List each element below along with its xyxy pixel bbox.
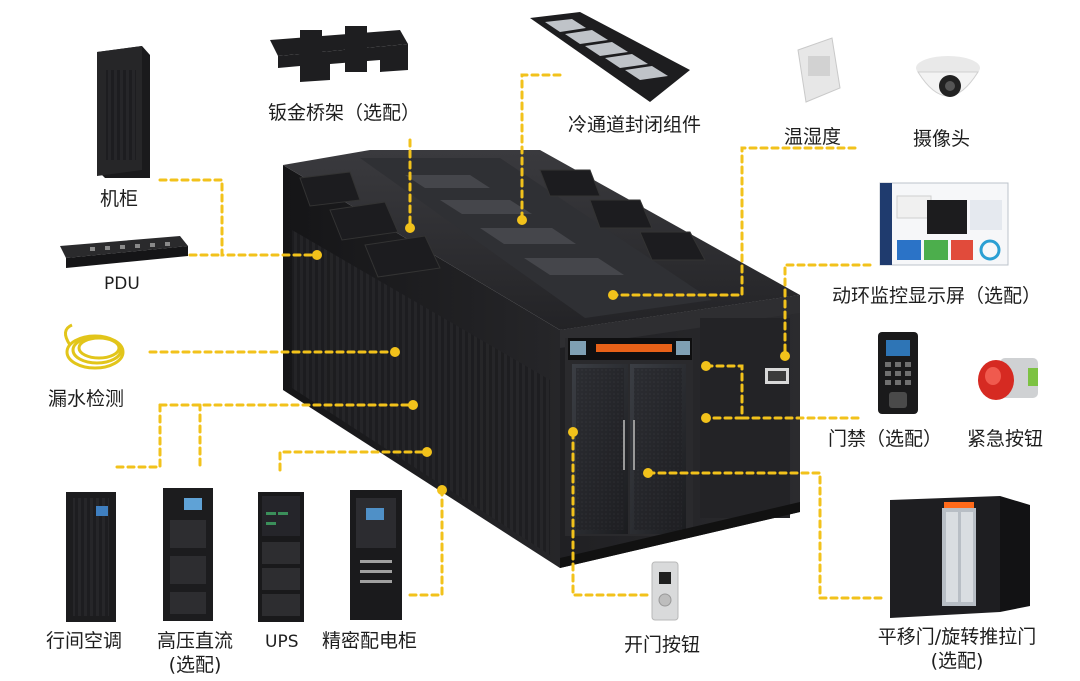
leader-lines: [115, 73, 887, 600]
emergency-button-icon: [978, 358, 1038, 400]
micro-datacenter-body: [283, 150, 800, 568]
cold-aisle-label: 冷通道封闭组件: [568, 114, 702, 136]
door-button-label: 开门按钮: [624, 634, 701, 656]
cabinet-icon: [97, 46, 150, 178]
ups-icon: [258, 492, 304, 622]
cold-aisle-icon: [530, 12, 690, 102]
door-button-icon: [651, 561, 679, 621]
precision-panel-icon: [350, 490, 402, 620]
sliding-door-label-line1: 平移门/旋转推拉门: [877, 626, 1037, 648]
inrow-ac-icon: [66, 492, 116, 622]
leak-detection-cable-icon: [64, 323, 125, 370]
inrow-ac-label: 行间空调: [46, 630, 123, 652]
cable-tray-icon: [270, 26, 408, 82]
pdu-icon: [60, 236, 188, 268]
camera-icon: [916, 56, 980, 97]
cable-tray-label: 钣金桥架（选配）: [268, 102, 421, 124]
temp-humidity-sensor-icon: [797, 37, 841, 103]
access-control-label: 门禁（选配）: [828, 428, 943, 450]
emergency-button-label: 紧急按钮: [967, 428, 1044, 450]
monitor-screen-label: 动环监控显示屏（选配）: [832, 285, 1042, 307]
temp-humidity-label: 温湿度: [784, 126, 842, 148]
access-control-icon: [878, 332, 918, 414]
monitor-screen-icon: [879, 182, 1009, 266]
hvdc-label-line2: (选配): [168, 653, 222, 676]
hvdc-label: 高压直流 (选配): [150, 630, 240, 678]
ups-label: UPS: [265, 632, 299, 652]
leak-detect-label: 漏水检测: [48, 388, 125, 410]
sliding-door-label: 平移门/旋转推拉门 (选配): [852, 626, 1062, 674]
hvdc-label-line1: 高压直流: [156, 630, 233, 652]
cabinet-label: 机柜: [100, 188, 139, 210]
precision-panel-label: 精密配电柜: [322, 630, 418, 652]
camera-label: 摄像头: [913, 128, 971, 150]
sliding-door-icon: [890, 496, 1030, 618]
sliding-door-label-line2: (选配): [930, 649, 984, 672]
hvdc-icon: [163, 488, 213, 621]
pdu-label: PDU: [104, 274, 140, 294]
